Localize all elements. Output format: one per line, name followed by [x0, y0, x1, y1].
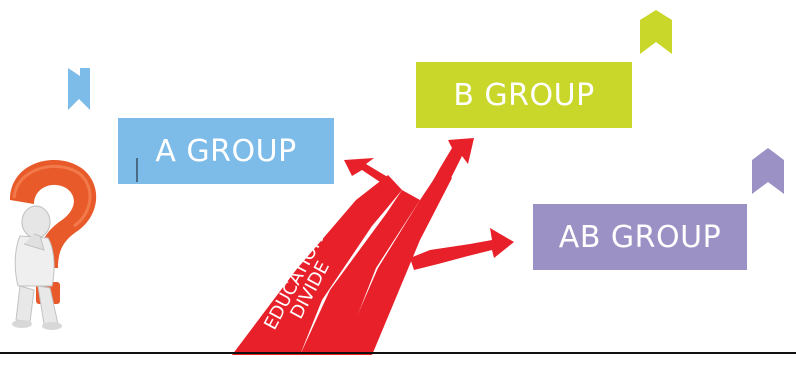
thinking-person-icon [12, 205, 62, 330]
baseline-divider [0, 352, 796, 354]
decor-layer [10, 10, 784, 355]
a-group-label: A GROUP [155, 133, 297, 169]
bookmark-b-icon [640, 10, 672, 54]
bookmark-a-icon [68, 68, 90, 110]
ab-group-box[interactable]: AB GROUP [533, 204, 747, 270]
a-group-box[interactable]: A GROUP [118, 118, 334, 184]
ab-group-label: AB GROUP [558, 219, 722, 255]
bookmark-ab-icon [752, 148, 784, 194]
diagram-canvas: THE EDUCATION DIVIDE A GROUP B GROUP AB … [0, 10, 796, 355]
text-cursor [136, 158, 138, 182]
education-divide-road [232, 138, 514, 355]
b-group-label: B GROUP [453, 77, 595, 113]
b-group-box[interactable]: B GROUP [416, 62, 632, 128]
